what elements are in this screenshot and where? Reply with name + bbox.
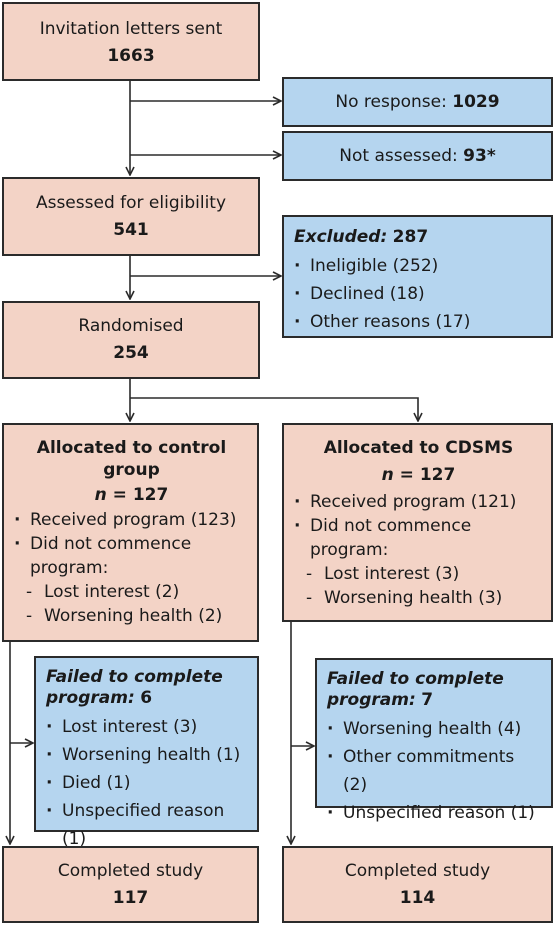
list-item: Worsening health (4): [327, 715, 543, 743]
no-response-box: No response: 1029: [282, 77, 553, 127]
control-failed-label: Failed to complete program:: [46, 667, 223, 708]
control-failed-value: 6: [140, 688, 153, 708]
cdsms-failed-heading: Failed to complete program: 7: [327, 669, 543, 711]
cdsms-title: Allocated to CDSMS: [323, 438, 514, 458]
list-item: Did not commence program:: [294, 514, 543, 562]
assessed-label: Assessed for eligibility: [35, 193, 227, 213]
excluded-list: Ineligible (252) Declined (18) Other rea…: [294, 252, 541, 336]
cdsms-completed-value: 114: [399, 888, 436, 908]
list-item: Did not commence program:: [14, 532, 249, 580]
control-completed-value: 117: [112, 888, 149, 908]
randomised-value: 254: [113, 343, 149, 363]
list-item: Lost interest (2): [14, 580, 249, 604]
cdsms-failed-list: Worsening health (4) Other commitments (…: [327, 715, 543, 827]
control-n: n = 127: [14, 484, 249, 506]
control-completed-box: Completed study 117: [2, 846, 259, 923]
control-failed-list: Lost interest (3) Worsening health (1) D…: [46, 713, 249, 853]
cdsms-completed-box: Completed study 114: [282, 846, 553, 923]
control-group-box: Allocated to control group n = 127 Recei…: [2, 423, 259, 642]
list-item: Lost interest (3): [46, 713, 249, 741]
control-title: Allocated to control group: [36, 438, 227, 480]
invitation-label: Invitation letters sent: [39, 19, 223, 39]
excluded-value: 287: [392, 227, 429, 247]
control-failed-box: Failed to complete program: 6 Lost inter…: [34, 656, 259, 849]
list-item: Worsening health (2): [14, 604, 249, 628]
randomised-box: Randomised 254: [2, 301, 260, 379]
invitation-value: 1663: [107, 46, 155, 66]
cdsms-group-box: Allocated to CDSMS n = 127 Received prog…: [282, 423, 553, 622]
control-failed-heading: Failed to complete program: 6: [46, 667, 249, 709]
excluded-box: Excluded: 287 Ineligible (252) Declined …: [282, 215, 553, 338]
list-item: Unspecified reason (1): [327, 799, 543, 827]
list-item: Died (1): [46, 769, 249, 797]
list-item: Received program (121): [294, 490, 543, 514]
list-item: Worsening health (1): [46, 741, 249, 769]
cdsms-list: Received program (121) Did not commence …: [294, 490, 543, 610]
list-item: Unspecified reason (1): [46, 797, 249, 853]
excluded-heading: Excluded: 287: [294, 226, 541, 248]
cdsms-failed-box: Failed to complete program: 7 Worsening …: [315, 658, 553, 827]
control-list: Received program (123) Did not commence …: [14, 508, 249, 628]
cdsms-n: n = 127: [294, 464, 543, 486]
randomised-label: Randomised: [78, 316, 184, 336]
assessed-value: 541: [113, 220, 149, 240]
cdsms-failed-label: Failed to complete program:: [327, 669, 504, 710]
not-assessed-label: Not assessed:: [339, 146, 464, 166]
no-response-value: 1029: [452, 92, 500, 112]
list-item: Lost interest (3): [294, 562, 543, 586]
list-item: Received program (123): [14, 508, 249, 532]
list-item: Other reasons (17): [294, 308, 541, 336]
connector-randomised-to-cdsms: [130, 397, 418, 420]
no-response-label: No response:: [335, 92, 453, 112]
control-n-label: n: [94, 485, 107, 505]
excluded-label: Excluded:: [294, 227, 388, 247]
invitation-box: Invitation letters sent 1663: [2, 2, 260, 81]
list-item: Other commitments (2): [327, 743, 543, 799]
control-completed-label: Completed study: [57, 861, 204, 881]
cdsms-n-value: = 127: [393, 465, 456, 485]
cdsms-completed-label: Completed study: [344, 861, 491, 881]
assessed-box: Assessed for eligibility 541: [2, 177, 260, 256]
list-item: Worsening health (3): [294, 586, 543, 610]
list-item: Declined (18): [294, 280, 541, 308]
list-item: Ineligible (252): [294, 252, 541, 280]
not-assessed-value: 93*: [463, 146, 496, 166]
not-assessed-box: Not assessed: 93*: [282, 131, 553, 181]
cdsms-n-label: n: [381, 465, 394, 485]
control-n-value: = 127: [106, 485, 169, 505]
cdsms-failed-value: 7: [421, 690, 434, 710]
